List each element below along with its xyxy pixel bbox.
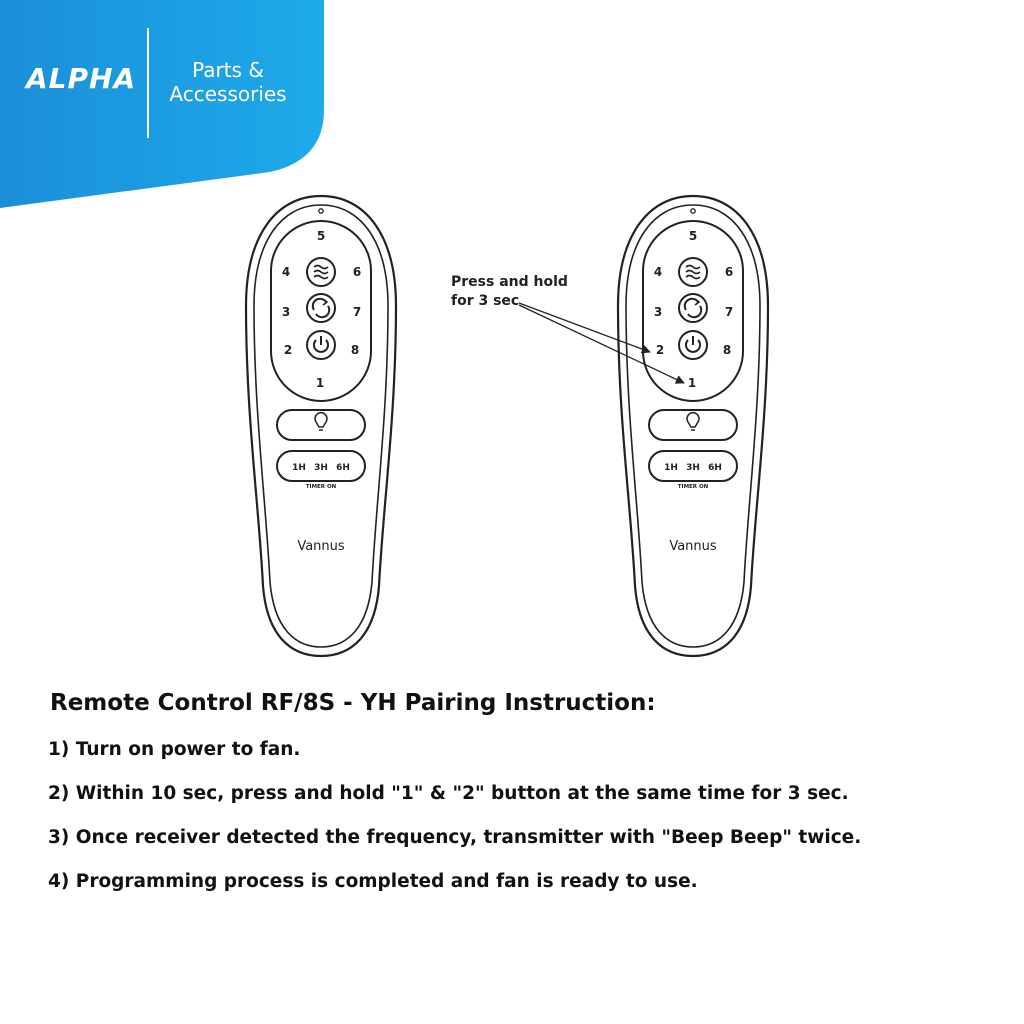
button-5: 5 (689, 229, 697, 243)
button-6: 6 (353, 265, 361, 279)
instructions-list: 1) Turn on power to fan. 2) Within 10 se… (48, 738, 861, 914)
brand-tagline: Parts & Accessories (158, 58, 298, 106)
timer-6h: 6H (336, 463, 350, 473)
button-7: 7 (353, 305, 361, 319)
power-icon (685, 336, 701, 353)
callout-line-1: Press and hold (451, 274, 568, 290)
button-2: 2 (656, 343, 664, 357)
tagline-line-2: Accessories (169, 82, 287, 106)
instruction-step-1: 1) Turn on power to fan. (48, 739, 301, 760)
timer-caption: TIMER ON (306, 484, 337, 490)
rotate-icon (683, 297, 703, 319)
timer-caption: TIMER ON (678, 484, 709, 490)
timer-3h: 3H (686, 463, 700, 473)
brand-logo: ALPHA (26, 62, 137, 95)
button-2: 2 (284, 343, 292, 357)
button-1: 1 (688, 376, 696, 390)
bulb-icon (314, 412, 328, 431)
wind-icon (685, 264, 701, 280)
tagline-line-1: Parts & (192, 58, 264, 82)
button-8: 8 (723, 343, 731, 357)
instruction-step-4: 4) Programming process is completed and … (48, 871, 698, 892)
button-7: 7 (725, 305, 733, 319)
header-banner (0, 0, 324, 208)
pairing-diagram: 5 4 6 3 7 2 8 1 1H 3H 6H TIMER ON Vannus… (244, 194, 770, 658)
button-6: 6 (725, 265, 733, 279)
bulb-icon (686, 412, 700, 431)
timer-1h: 1H (664, 463, 678, 473)
button-8: 8 (351, 343, 359, 357)
callout-line-2: for 3 sec (451, 293, 519, 309)
button-1: 1 (316, 376, 324, 390)
callout-arrow-to-2 (518, 302, 651, 354)
button-4: 4 (282, 265, 290, 279)
rotate-icon (311, 297, 331, 319)
callout-arrow-to-1 (518, 304, 685, 384)
remote-brand: Vannus (669, 539, 717, 554)
remote-left: 5 4 6 3 7 2 8 1 1H 3H 6H TIMER ON Vannus (244, 194, 398, 658)
instruction-step-3: 3) Once receiver detected the frequency,… (48, 827, 862, 848)
button-3: 3 (654, 305, 662, 319)
timer-6h: 6H (708, 463, 722, 473)
wind-icon (313, 264, 329, 280)
instruction-step-2: 2) Within 10 sec, press and hold "1" & "… (48, 783, 849, 804)
power-icon (313, 336, 329, 353)
button-3: 3 (282, 305, 290, 319)
button-5: 5 (317, 229, 325, 243)
button-4: 4 (654, 265, 662, 279)
timer-1h: 1H (292, 463, 306, 473)
timer-3h: 3H (314, 463, 328, 473)
remote-brand: Vannus (297, 539, 345, 554)
remote-right: 5 4 6 3 7 2 8 1 1H 3H 6H TIMER ON Vannus (616, 194, 770, 658)
instructions-title: Remote Control RF/8S - YH Pairing Instru… (50, 690, 656, 716)
header-divider (147, 28, 149, 138)
